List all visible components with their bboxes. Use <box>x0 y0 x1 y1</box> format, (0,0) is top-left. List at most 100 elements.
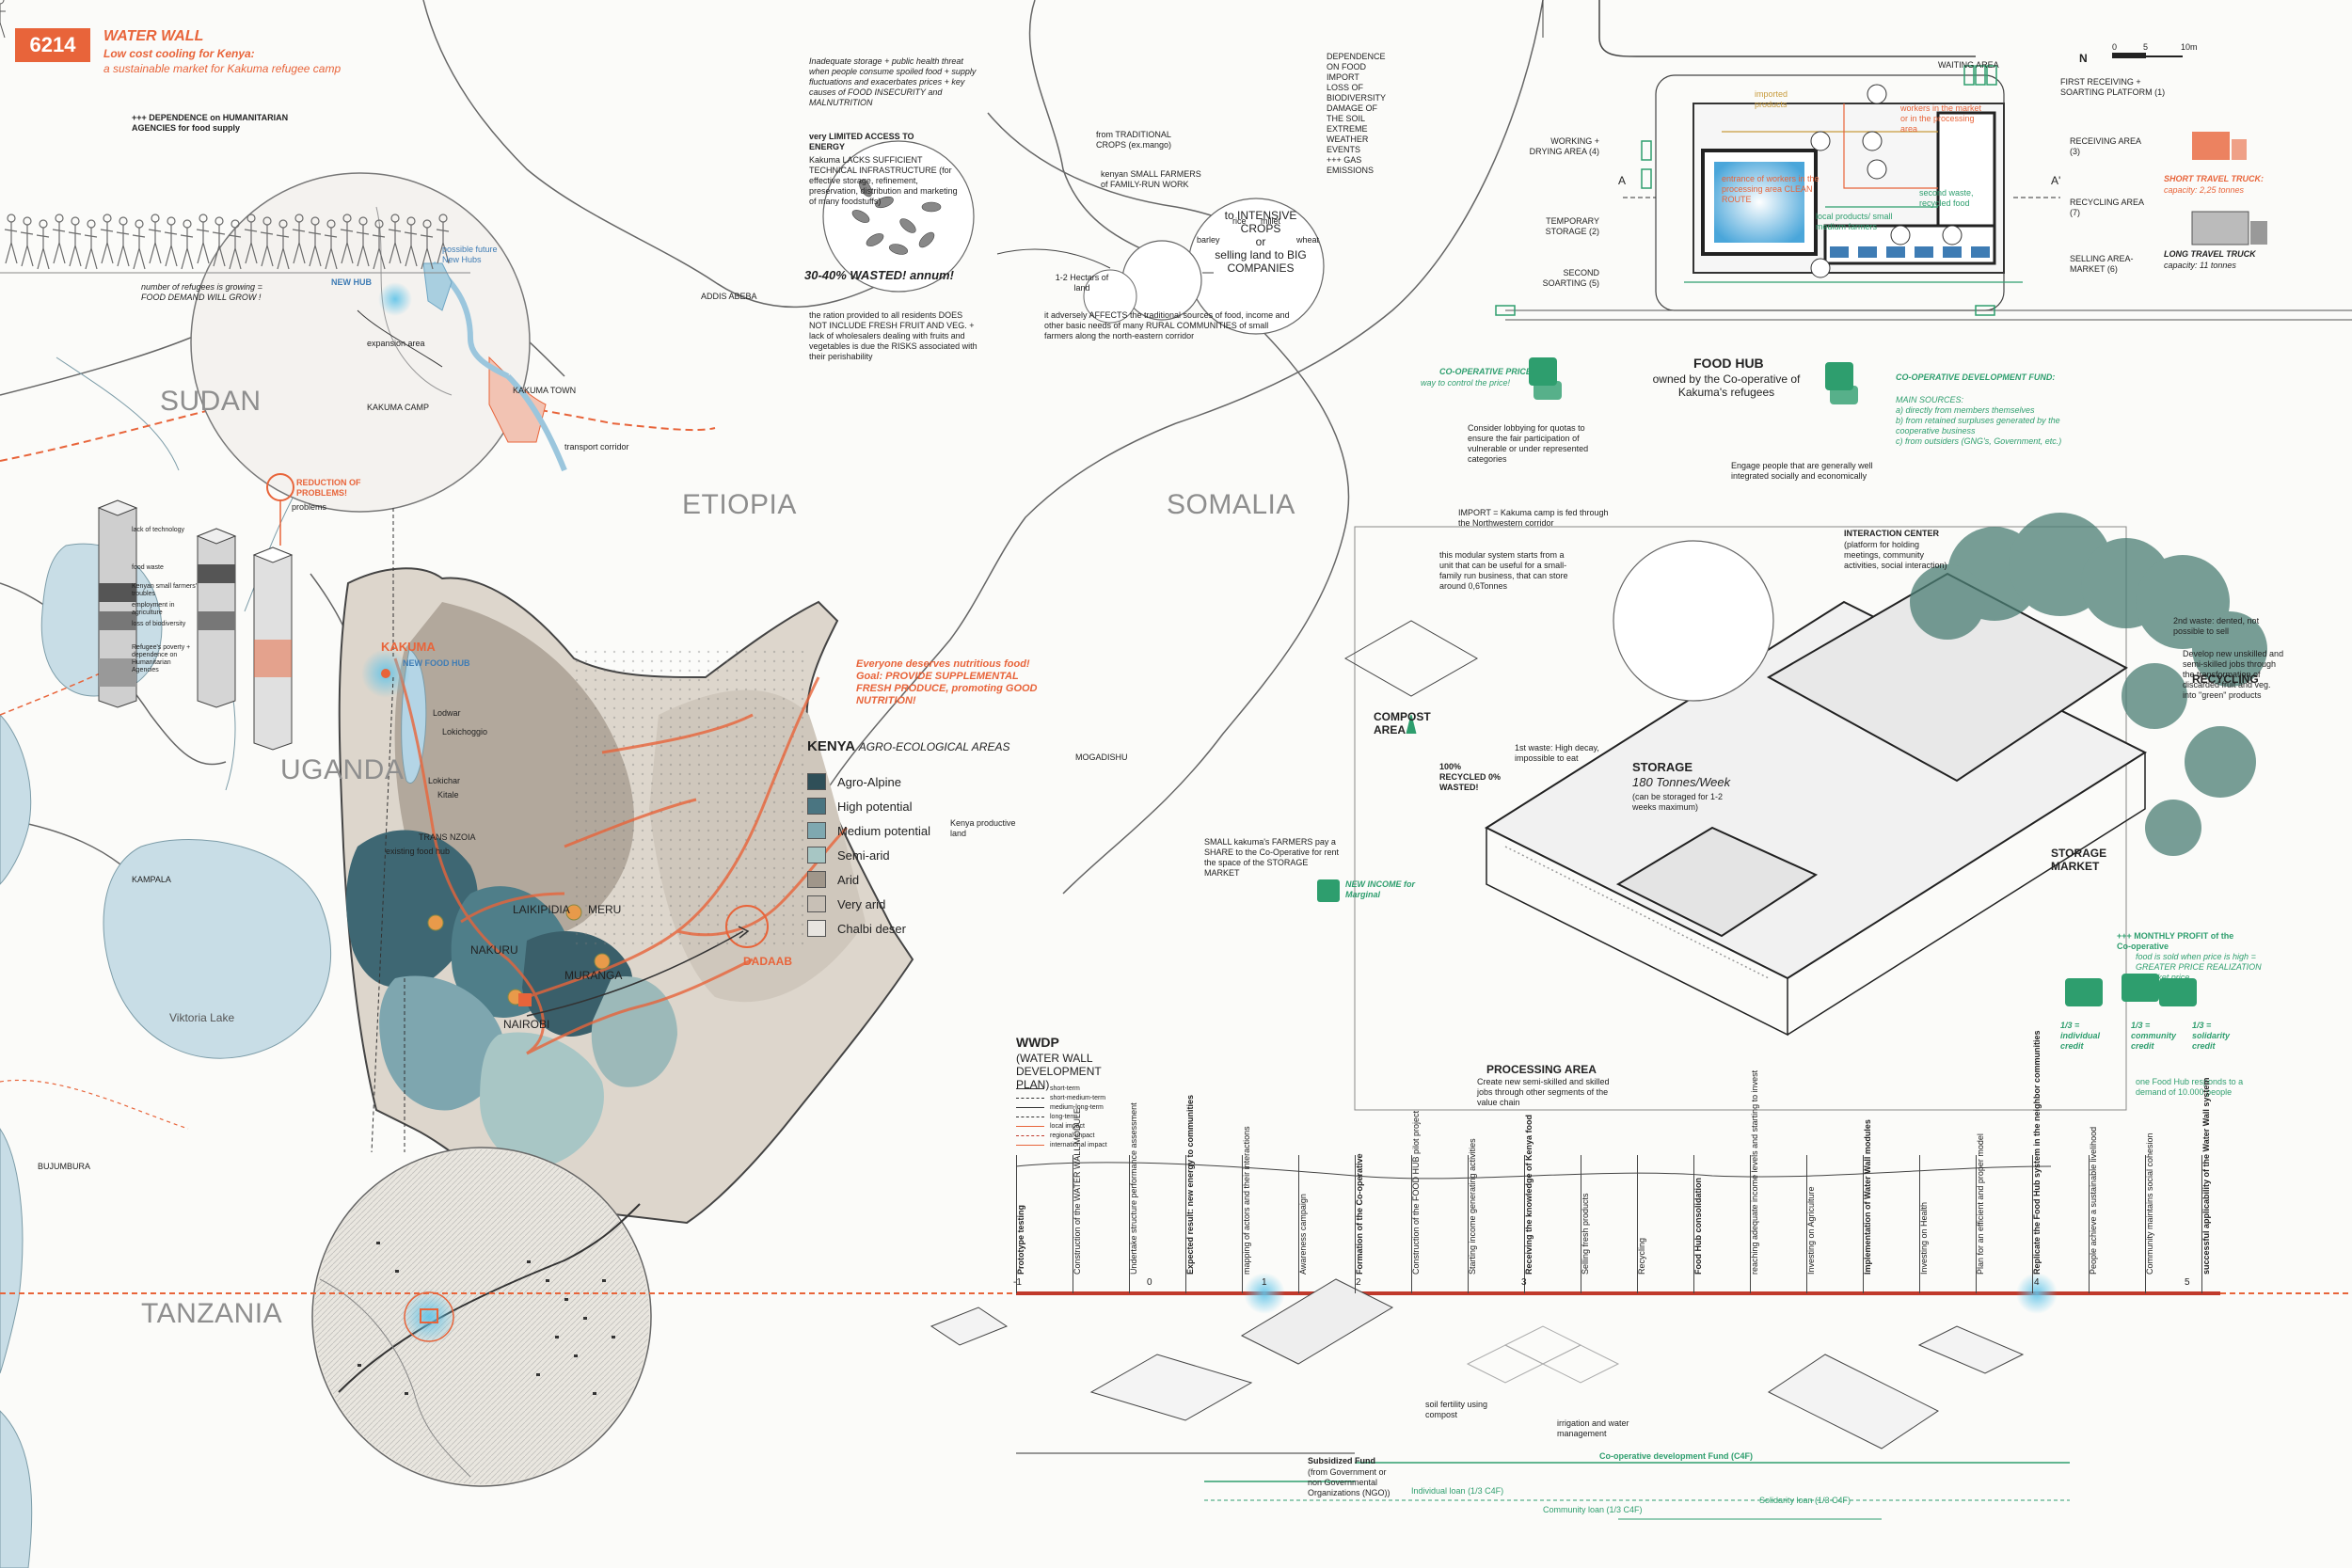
legend-swatch <box>807 871 826 888</box>
label-laikipidia: LAIKIPIDIA <box>513 903 570 916</box>
timeline-event: Prototype testing <box>1016 1204 1025 1275</box>
timeline-event: Starting income generating activities <box>1468 1138 1477 1275</box>
label-meru: MERU <box>588 903 622 916</box>
one-hub-note: one Food Hub responds to a demand of 10.… <box>2136 1077 2244 1097</box>
timeline-tick: 3 <box>1521 1277 1527 1288</box>
wwdp-legend-line <box>1016 1087 1044 1089</box>
legend-productive-note: Kenya productive land <box>950 818 1016 838</box>
legend-item: Semi-arid <box>807 843 930 867</box>
refugee-figure <box>436 214 450 264</box>
city-bujumbura: BUJUMBURA <box>38 1162 91 1171</box>
refugee-figure <box>100 214 114 264</box>
country-uganda: UGANDA <box>280 754 405 785</box>
coop-prices: CO-OPERATIVE PRICES: <box>1439 367 1540 376</box>
refugee-figure <box>420 219 434 270</box>
timeline-event: Awareness campaign <box>1298 1194 1308 1275</box>
subsidized-sub: (from Government or non Governmental Org… <box>1308 1467 1391 1497</box>
foodhub-title: FOOD HUB <box>1693 356 1764 371</box>
long-truck: LONG TRAVEL TRUCK <box>2164 249 2256 259</box>
crop-wheat: wheat <box>1296 235 1320 245</box>
label-nairobi: NAIROBI <box>503 1018 550 1031</box>
refugee-figure <box>356 216 370 267</box>
refugee-figure <box>372 219 386 270</box>
timeline-event: Construction of the FOOD HUB pilot proje… <box>1411 1110 1421 1275</box>
legend-label: Very arid <box>837 896 886 911</box>
wwdp-timeline <box>0 1162 2352 1520</box>
new-hub-label: NEW HUB <box>331 277 372 287</box>
long-cap: capacity: 11 tonnes <box>2164 261 2236 270</box>
small-farmers-note: kenyan SMALL FARMERS of FAMILY-RUN WORK <box>1101 169 1201 189</box>
plan-first-receiving: FIRST RECEIVING + SOARTING PLATFORM (1) <box>2060 77 2166 97</box>
label-muranga: MURANGA <box>564 969 623 982</box>
legend-label: Semi-arid <box>837 847 890 863</box>
wwdp-legend-text: short-medium-term <box>1050 1094 1106 1101</box>
label-dadaab: DADAAB <box>743 955 792 968</box>
wwdp-legend-text: regional impact <box>1050 1132 1095 1139</box>
problem-circles <box>822 140 1325 335</box>
monthly-profit: +++ MONTHLY PROFIT of the Co-operative <box>2117 931 2234 951</box>
compost-title: COMPOST AREA <box>1374 710 1431 736</box>
timeline-marker <box>2032 1155 2033 1293</box>
plan-imported: imported products <box>1755 89 1788 109</box>
wwdp-legend-text: medium-long-term <box>1050 1103 1104 1111</box>
wwdp-legend-line <box>1016 1134 1044 1136</box>
legend-item: Chalbi deser <box>807 916 930 941</box>
plan-second-waste: second waste, recycled food <box>1919 188 1974 208</box>
develop-note: Develop new unskilled and semi-skilled j… <box>2183 649 2284 700</box>
refugee-figure <box>340 214 354 264</box>
legend-label: Arid <box>837 872 860 887</box>
country-etiopia: ETIOPIA <box>682 489 797 520</box>
city-mogadishu: MOGADISHU <box>1075 752 1128 762</box>
wwdp-title: WWDP <box>1016 1035 1059 1050</box>
timeline-marker <box>2089 1155 2090 1293</box>
processing-sub: Create new semi-skilled and skilled jobs… <box>1477 1077 1610 1107</box>
transport-label: transport corridor <box>564 442 629 451</box>
refugee-figure <box>388 214 402 264</box>
short-truck: SHORT TRAVEL TRUCK: <box>2164 174 2265 183</box>
legend-swatch <box>807 822 826 839</box>
wwdp-legend-line <box>1016 1125 1044 1127</box>
timeline-tick: 4 <box>2034 1277 2040 1288</box>
legend-label: High potential <box>837 799 913 814</box>
timeline-marker <box>1750 1155 1751 1293</box>
refugee-figure <box>292 214 306 264</box>
lacks-note: Kakuma LACKS SUFFICIENT TECHNICAL INFRAS… <box>809 155 958 206</box>
timeline-event: Replicate the Food Hub system in the nei… <box>2032 1030 2042 1275</box>
refugee-figure <box>4 214 18 264</box>
country-tanzania: TANZANIA <box>141 1298 283 1329</box>
timeline-marker <box>1298 1155 1299 1293</box>
timeline-event: Plan for an efficient and proper model <box>1976 1133 1985 1275</box>
dependence-note: +++ DEPENDENCE on HUMANITARIAN AGENCIES … <box>132 113 289 133</box>
coop-dev-fund: Co-operative development Fund (C4F) <box>1599 1451 1754 1461</box>
plan-selling: SELLING AREA-MARKET (6) <box>2070 254 2134 274</box>
scale-10: 10m <box>2181 42 2198 52</box>
label-kakuma: KAKUMA <box>381 640 436 654</box>
interaction-title: INTERACTION CENTER <box>1844 529 1939 538</box>
refugee-figure <box>404 216 418 267</box>
wwdp-legend-item: international impact <box>1016 1140 1107 1149</box>
refugee-figure <box>260 216 274 267</box>
legend-label: Medium potential <box>837 823 930 838</box>
timeline-marker <box>1637 1155 1638 1293</box>
timeline-event: Undertake structure performance assessme… <box>1129 1102 1138 1275</box>
legend-title: KENYA AGRO-ECOLOGICAL AREAS <box>807 738 1010 754</box>
soil-note: soil fertility using compost <box>1425 1400 1488 1419</box>
problems-bars <box>97 499 294 751</box>
legend-item: High potential <box>807 794 930 818</box>
timeline-tick: -1 <box>1013 1277 1022 1288</box>
refugee-figure <box>228 219 242 270</box>
crop-rice: rice <box>1232 216 1247 226</box>
storage-value: 180 Tonnes/Week <box>1632 775 1731 789</box>
individual-loan: Individual loan (1/3 C4F) <box>1411 1486 1504 1496</box>
kakuma-camp-label: KAKUMA CAMP <box>367 403 430 412</box>
bar-label: Refugee's poverty + dependence on Humani… <box>132 644 191 673</box>
refugee-figure <box>116 216 130 267</box>
refugee-figure <box>324 219 338 270</box>
bar-label: loss of biodiversity <box>132 621 186 627</box>
refugee-figure <box>180 219 194 270</box>
timeline-marker <box>1919 1155 1920 1293</box>
interaction-sub: (platform for holding meetings, communit… <box>1844 540 1947 570</box>
